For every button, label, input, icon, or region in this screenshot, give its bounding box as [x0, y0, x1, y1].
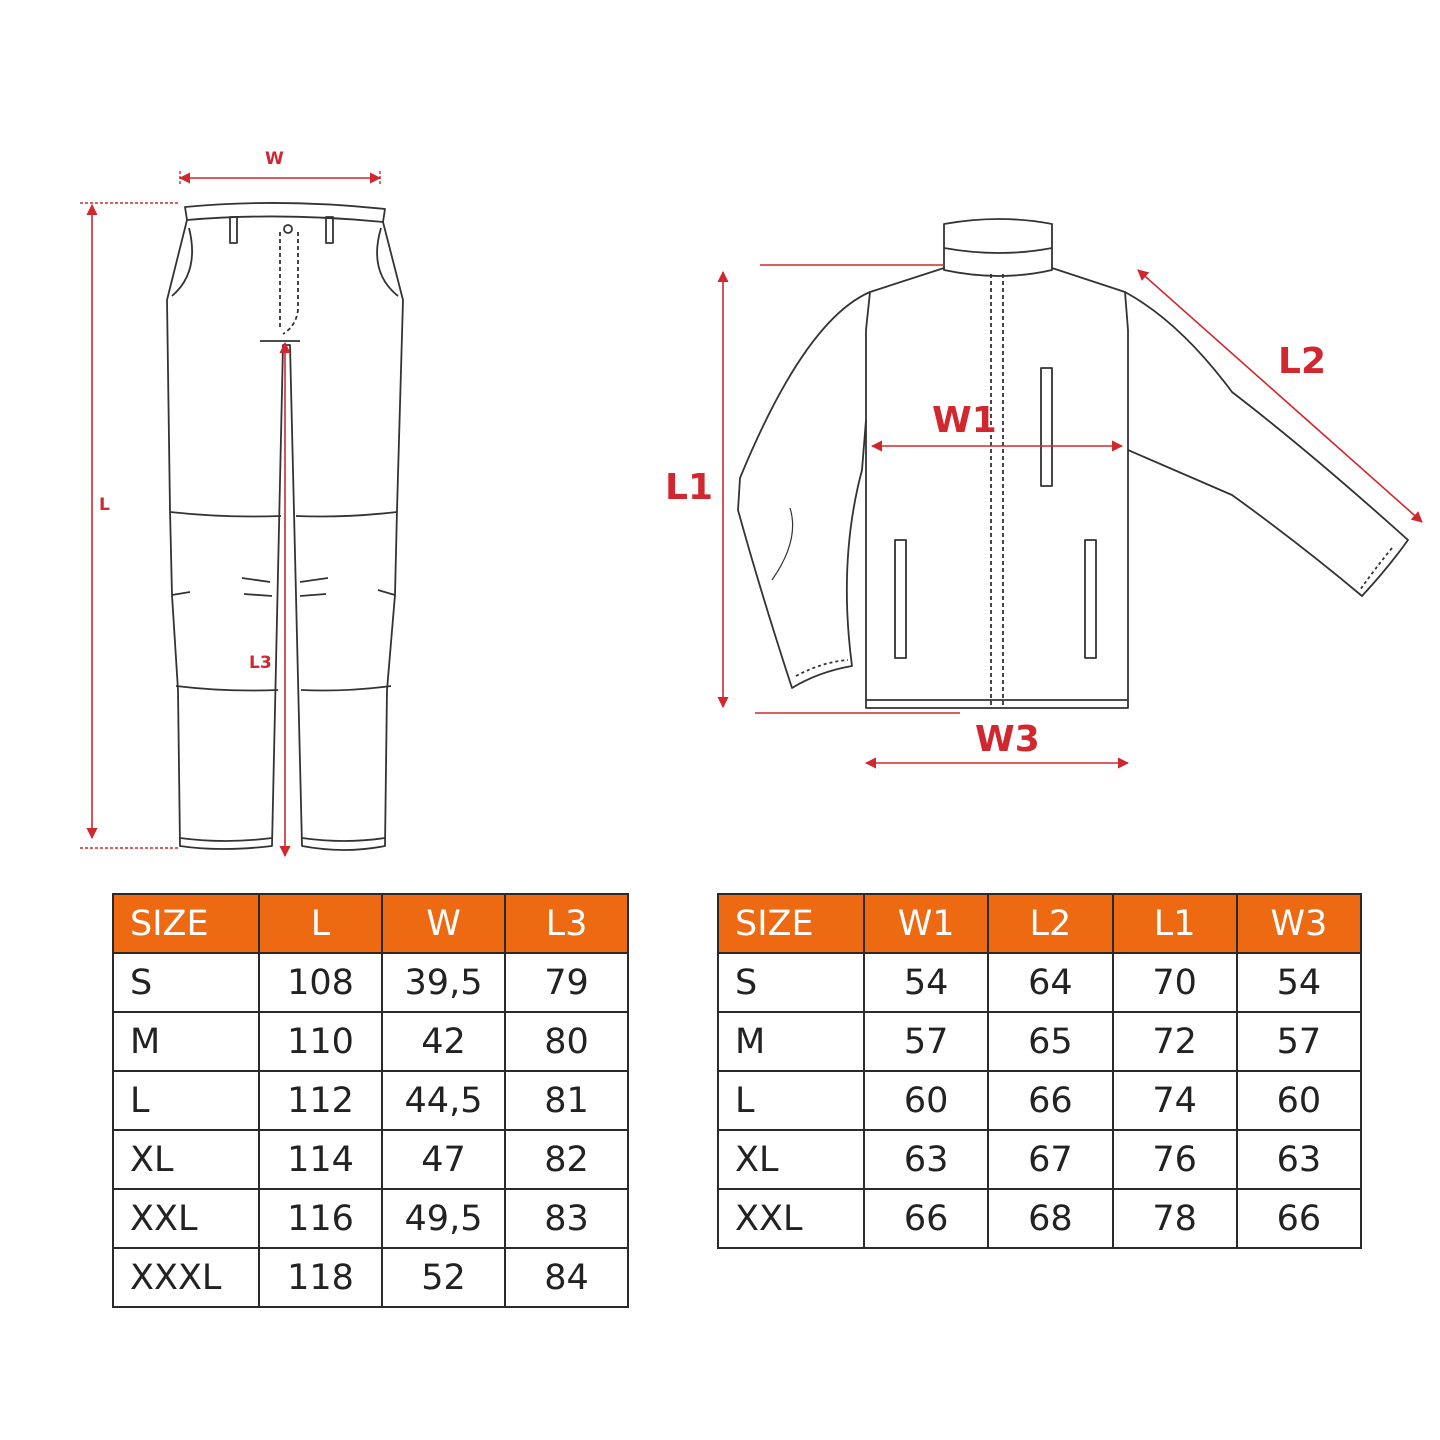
table-cell: 57	[862, 1011, 990, 1072]
table-header-cell: SIZE	[112, 893, 260, 954]
table-cell: M	[717, 1011, 865, 1072]
table-cell: 79	[504, 952, 629, 1013]
table-header-cell: L	[258, 893, 383, 954]
table-cell: 108	[258, 952, 383, 1013]
pants-size-table: SIZE L W L3 S 108 39,5 79 M 110 42 80 L …	[112, 893, 629, 1308]
table-header-cell: SIZE	[717, 893, 865, 954]
table-cell: 65	[987, 1011, 1114, 1072]
jacket-size-table: SIZE W1 L2 L1 W3 S 54 64 70 54 M 57 65 7…	[717, 893, 1363, 1249]
table-cell: 84	[504, 1247, 629, 1308]
table-cell: 74	[1111, 1070, 1238, 1131]
table-cell: XXL	[112, 1188, 260, 1249]
table-row: S 108 39,5 79	[112, 952, 629, 1013]
table-cell: 57	[1235, 1011, 1363, 1072]
table-header-cell: W	[381, 893, 506, 954]
table-cell: 49,5	[381, 1188, 506, 1249]
table-cell: 82	[504, 1129, 629, 1190]
table-cell: S	[717, 952, 865, 1013]
table-cell: M	[112, 1011, 260, 1072]
table-cell: 64	[987, 952, 1114, 1013]
table-cell: S	[112, 952, 260, 1013]
table-cell: 44,5	[381, 1070, 506, 1131]
pants-l-label: L	[99, 495, 110, 515]
table-cell: XL	[717, 1129, 865, 1190]
table-cell: XXXL	[112, 1247, 260, 1308]
table-header-cell: L2	[987, 893, 1114, 954]
table-cell: 42	[381, 1011, 506, 1072]
jacket-w1-label: W1	[932, 400, 997, 441]
table-cell: 66	[862, 1188, 990, 1249]
table-cell: 81	[504, 1070, 629, 1131]
table-cell: 110	[258, 1011, 383, 1072]
table-header-cell: L3	[504, 893, 629, 954]
table-cell: 60	[862, 1070, 990, 1131]
jacket-w3-label: W3	[975, 719, 1040, 760]
table-cell: 118	[258, 1247, 383, 1308]
table-row: M 110 42 80	[112, 1011, 629, 1072]
table-cell: 80	[504, 1011, 629, 1072]
table-header-row: SIZE W1 L2 L1 W3	[717, 893, 1363, 954]
table-cell: XL	[112, 1129, 260, 1190]
table-header-cell: W3	[1235, 893, 1363, 954]
table-cell: 70	[1111, 952, 1238, 1013]
jacket-l2-label: L2	[1278, 341, 1326, 382]
table-cell: 54	[862, 952, 990, 1013]
table-cell: 66	[1235, 1188, 1363, 1249]
garment-diagram	[80, 171, 1423, 858]
table-cell: 39,5	[381, 952, 506, 1013]
jacket-dimension-lines	[717, 264, 1423, 769]
table-cell: 76	[1111, 1129, 1238, 1190]
table-cell: XXL	[717, 1188, 865, 1249]
table-cell: 66	[987, 1070, 1114, 1131]
table-row: XXXL 118 52 84	[112, 1247, 629, 1308]
table-header-row: SIZE L W L3	[112, 893, 629, 954]
table-row: XXL 116 49,5 83	[112, 1188, 629, 1249]
table-cell: 78	[1111, 1188, 1238, 1249]
pants-w-label: W	[265, 149, 284, 169]
table-header-cell: W1	[862, 893, 990, 954]
table-row: XL 114 47 82	[112, 1129, 629, 1190]
table-cell: 112	[258, 1070, 383, 1131]
table-cell: 47	[381, 1129, 506, 1190]
table-cell: 60	[1235, 1070, 1363, 1131]
table-cell: 52	[381, 1247, 506, 1308]
table-header-cell: L1	[1111, 893, 1238, 954]
pants-dimension-lines	[80, 171, 382, 858]
table-cell: 67	[987, 1129, 1114, 1190]
table-row: XL 63 67 76 63	[717, 1129, 1363, 1190]
table-cell: 63	[862, 1129, 990, 1190]
table-cell: 63	[1235, 1129, 1363, 1190]
table-cell: 83	[504, 1188, 629, 1249]
table-cell: 54	[1235, 952, 1363, 1013]
pants-outline	[166, 202, 404, 851]
table-row: M 57 65 72 57	[717, 1011, 1363, 1072]
table-cell: 116	[258, 1188, 383, 1249]
table-row: L 112 44,5 81	[112, 1070, 629, 1131]
jacket-outline	[737, 218, 1409, 709]
pants-l3-label: L3	[249, 653, 272, 673]
table-cell: L	[112, 1070, 260, 1131]
table-cell: 114	[258, 1129, 383, 1190]
table-cell: L	[717, 1070, 865, 1131]
table-cell: 68	[987, 1188, 1114, 1249]
table-cell: 72	[1111, 1011, 1238, 1072]
table-row: XXL 66 68 78 66	[717, 1188, 1363, 1249]
jacket-l1-label: L1	[665, 467, 713, 508]
table-row: L 60 66 74 60	[717, 1070, 1363, 1131]
table-row: S 54 64 70 54	[717, 952, 1363, 1013]
